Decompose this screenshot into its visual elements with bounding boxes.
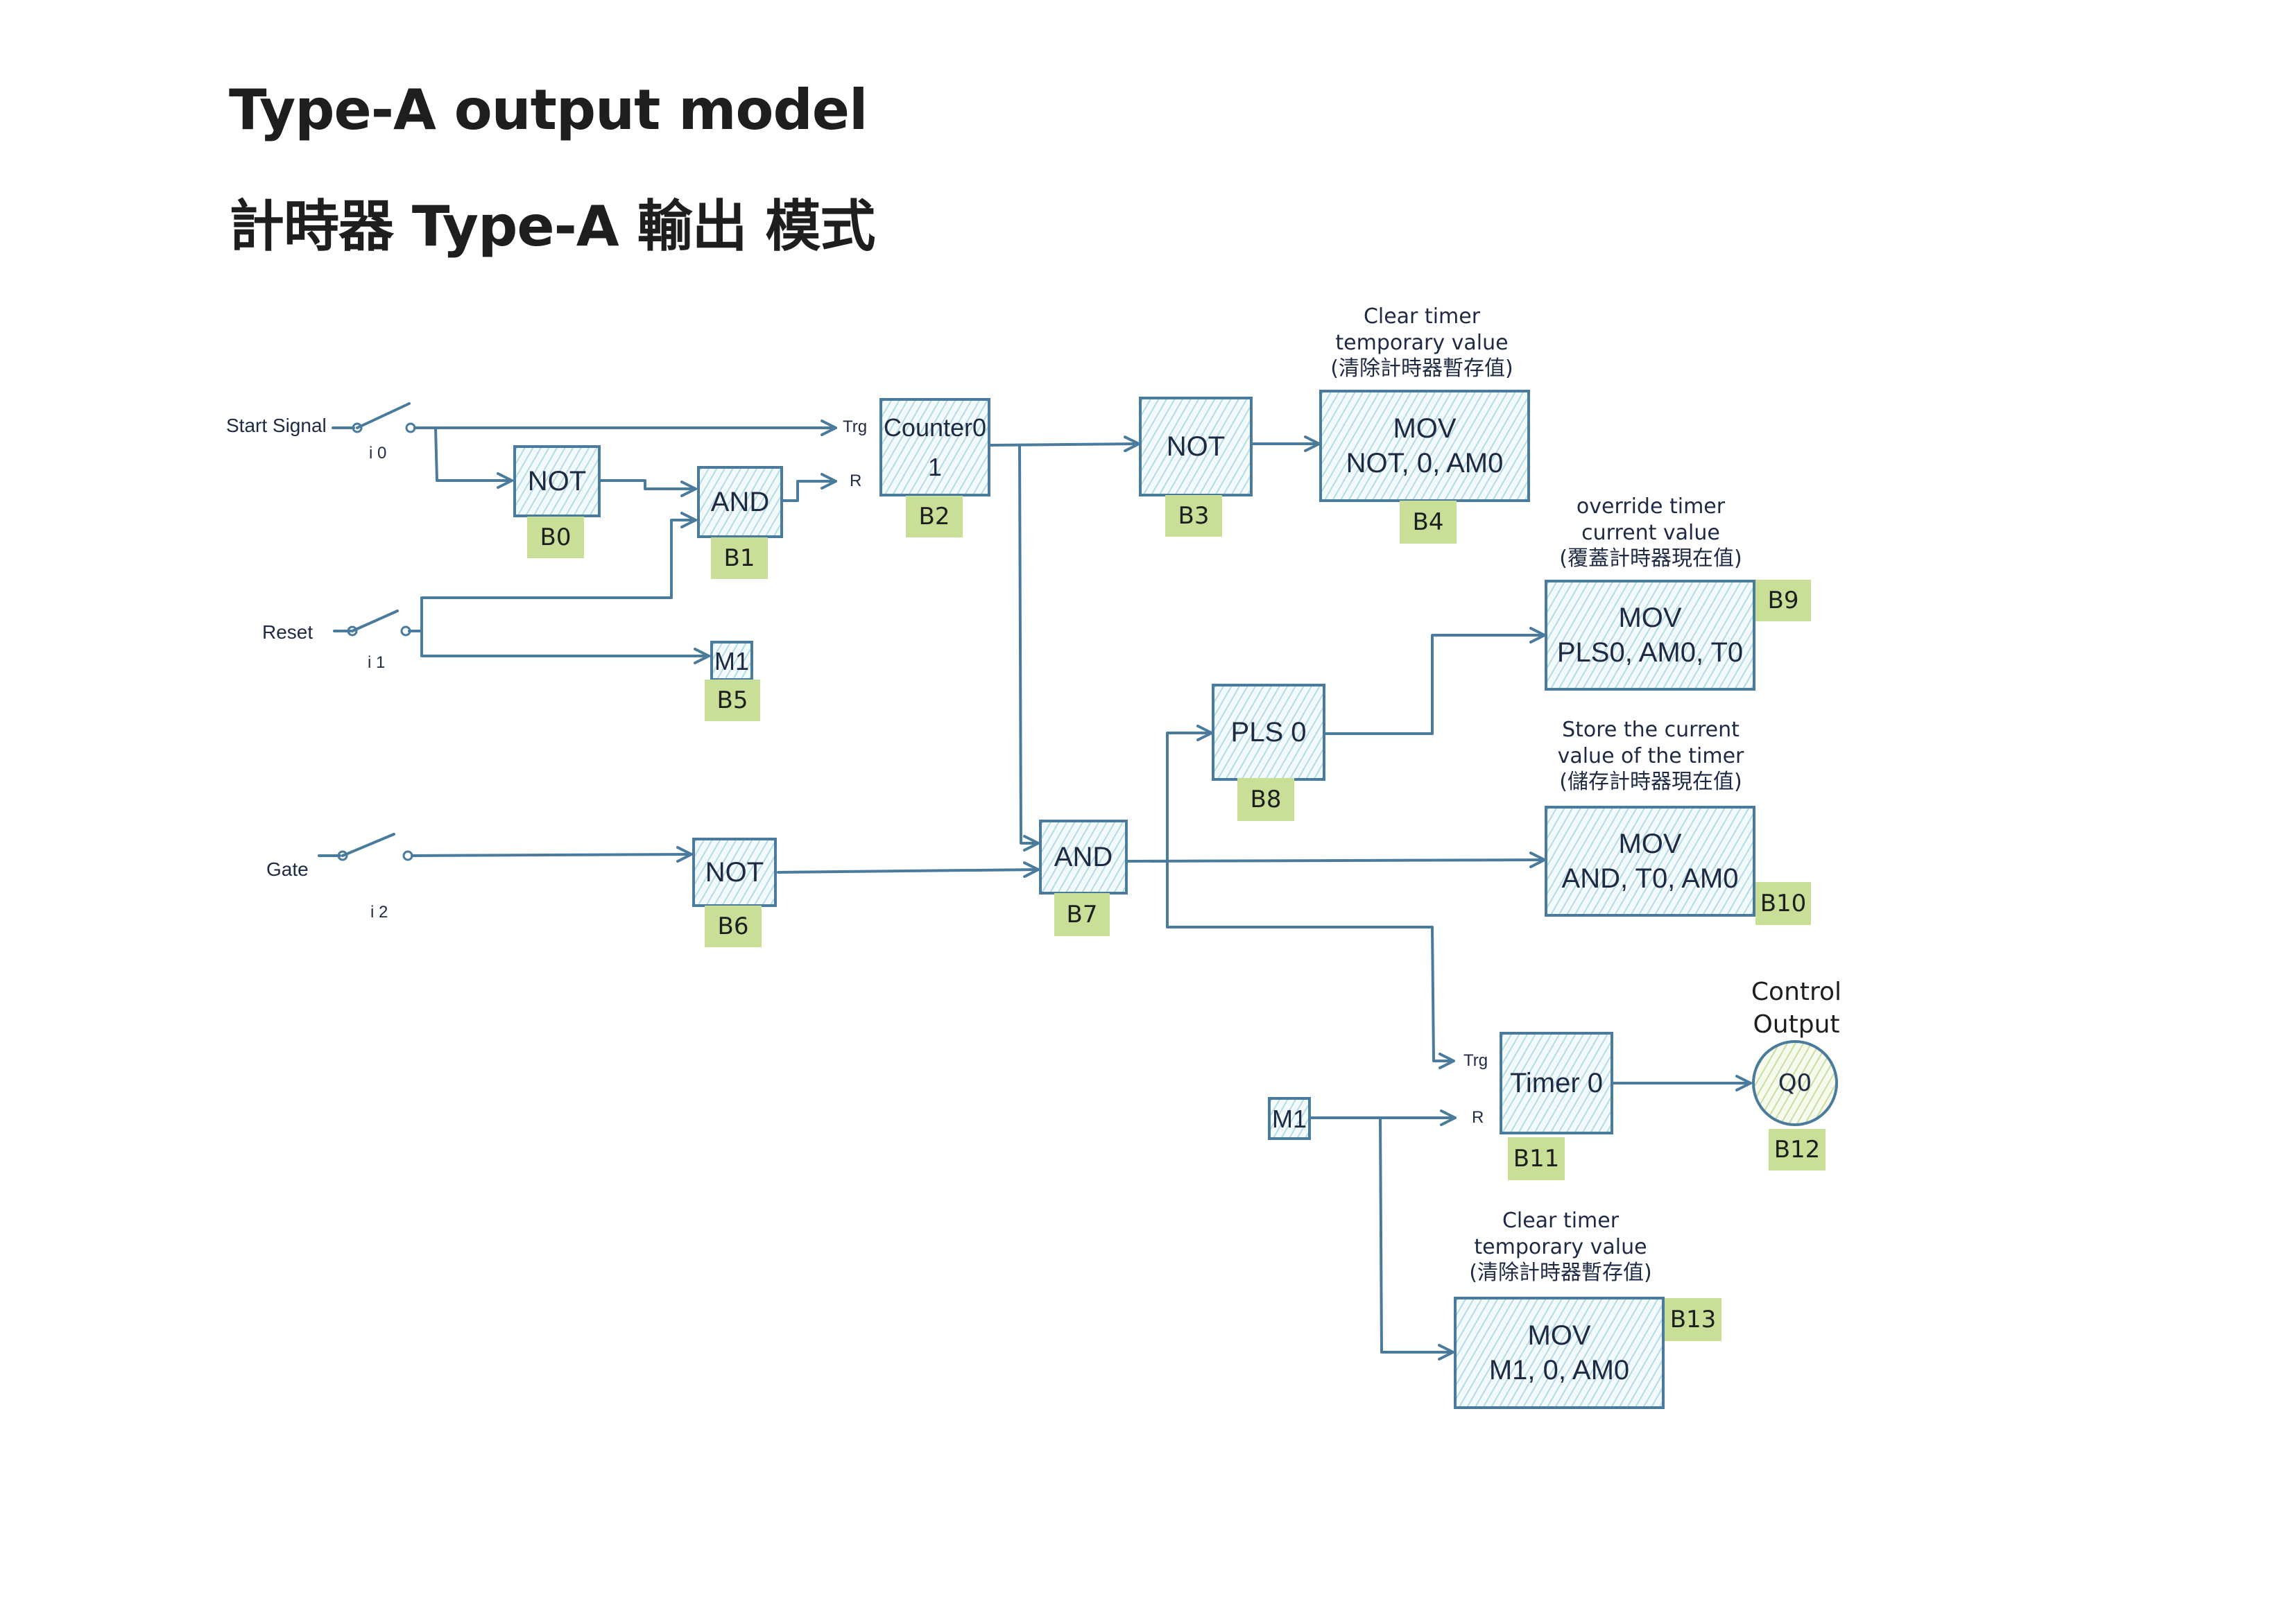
tag-b4: B4 <box>1400 501 1457 544</box>
note-b13: Clear timer temporary value (清除計時器暫存值) <box>1443 1208 1678 1286</box>
input-label-start-signal: Start Signal <box>226 415 327 436</box>
block-b3-not[interactable]: NOT <box>1139 397 1253 496</box>
block-label: MOV <box>1618 603 1682 633</box>
wire-b1-counter-r <box>782 473 837 502</box>
wire-b8-b9 <box>1325 627 1546 735</box>
input-id-i0: i 0 <box>369 444 387 463</box>
note-line: Store the current <box>1562 718 1740 742</box>
block-b7-and[interactable]: AND <box>1039 820 1128 895</box>
note-line: Clear timer <box>1502 1209 1620 1233</box>
note-b4: Clear timer temporary value (清除計時器暫存值) <box>1304 304 1540 382</box>
note-line: (清除計時器暫存值) <box>1330 356 1513 381</box>
wire-i2-b6 <box>411 846 693 863</box>
note-line: (覆蓋計時器現在值) <box>1559 546 1742 571</box>
block-label: AND <box>710 487 770 517</box>
block-b8-pls[interactable]: PLS 0 <box>1212 684 1325 781</box>
block-b2-counter[interactable]: Counter0 1 <box>879 398 990 496</box>
switch-i0 <box>332 402 416 433</box>
block-b1-and[interactable]: AND <box>697 466 783 538</box>
wire-m1-b13 <box>1379 1116 1454 1360</box>
note-line: override timer <box>1576 494 1726 519</box>
wire-b2-b3 <box>989 435 1140 453</box>
block-args: NOT, 0, AM0 <box>1346 448 1504 478</box>
input-label-reset: Reset <box>262 621 314 643</box>
block-value: 1 <box>927 453 943 481</box>
tag-b11: B11 <box>1508 1137 1565 1180</box>
block-b10-mov[interactable]: MOV AND, T0, AM0 <box>1545 806 1755 917</box>
note-line: (儲存計時器現在值) <box>1559 770 1742 794</box>
block-label: NOT <box>705 857 764 888</box>
input-label-gate: Gate <box>266 858 309 880</box>
output-q0[interactable]: Q0 <box>1752 1040 1838 1126</box>
wire-b0-b1 <box>599 479 697 497</box>
wire-i0-not-b0 <box>434 426 513 489</box>
block-b13-mov[interactable]: MOV M1, 0, AM0 <box>1454 1297 1665 1409</box>
tag-b2: B2 <box>906 496 963 537</box>
wire-i1-b1 <box>408 512 697 632</box>
output-label: Q0 <box>1778 1069 1812 1097</box>
input-id-i1: i 1 <box>368 653 386 672</box>
block-label: MOV <box>1618 829 1682 859</box>
tag-b12: B12 <box>1769 1129 1826 1171</box>
tag-b6: B6 <box>705 906 762 947</box>
block-label: MOV <box>1527 1320 1591 1351</box>
tag-b1: B1 <box>711 537 768 579</box>
input-id-i2: i 2 <box>370 903 388 922</box>
wire-b6-b7 <box>777 861 1040 879</box>
tag-b3: B3 <box>1165 495 1222 537</box>
block-label: M1 <box>1271 1104 1307 1133</box>
note-line: current value <box>1581 520 1720 545</box>
block-label: Counter0 <box>883 413 987 442</box>
port-timer-trg: Trg <box>1463 1051 1488 1070</box>
wire-b7-timer-trg <box>1166 860 1455 1069</box>
switch-i2 <box>318 833 413 861</box>
block-args: PLS0, AM0, T0 <box>1556 637 1744 668</box>
note-b9: override timer current value (覆蓋計時器現在值) <box>1533 494 1769 572</box>
block-args: M1, 0, AM0 <box>1488 1355 1630 1385</box>
tag-b10: B10 <box>1755 882 1811 925</box>
control-output-line: Output <box>1753 1010 1840 1039</box>
block-b5-m1[interactable]: M1 <box>710 641 753 681</box>
note-line: (清除計時器暫存值) <box>1469 1261 1652 1285</box>
tag-b13: B13 <box>1665 1298 1721 1341</box>
port-timer-r: R <box>1472 1108 1484 1127</box>
block-m1-reference[interactable]: M1 <box>1268 1097 1311 1140</box>
block-args: AND, T0, AM0 <box>1561 863 1739 894</box>
note-line: temporary value <box>1474 1234 1647 1259</box>
port-counter-trg: Trg <box>843 417 868 436</box>
tag-b0: B0 <box>527 517 584 558</box>
wire-b7-b8 <box>1150 725 1213 863</box>
block-b9-mov[interactable]: MOV PLS0, AM0, T0 <box>1545 580 1755 691</box>
tag-b8: B8 <box>1237 778 1294 821</box>
note-line: value of the timer <box>1557 743 1744 768</box>
block-label: NOT <box>527 466 587 496</box>
tag-b5: B5 <box>705 680 760 721</box>
block-label: AND <box>1054 842 1113 872</box>
block-label: PLS 0 <box>1230 717 1307 748</box>
wire-b7-b10 <box>1126 852 1546 869</box>
block-b11-timer[interactable]: Timer 0 <box>1500 1032 1613 1134</box>
block-b0-not[interactable]: NOT <box>513 445 601 517</box>
wire-i1-m1 <box>420 630 710 664</box>
title-english: Type-A output model <box>229 78 868 142</box>
control-output-line: Control <box>1751 978 1842 1006</box>
note-line: Clear timer <box>1363 304 1481 329</box>
tag-b9: B9 <box>1755 580 1811 621</box>
tag-b7: B7 <box>1054 893 1110 936</box>
control-output-label: Control Output <box>1727 976 1866 1042</box>
block-b6-not[interactable]: NOT <box>692 838 777 907</box>
note-line: temporary value <box>1335 330 1509 355</box>
block-label: Timer 0 <box>1509 1068 1604 1098</box>
switch-i1 <box>333 610 411 637</box>
block-label: MOV <box>1393 413 1457 444</box>
block-label: NOT <box>1166 431 1226 462</box>
port-counter-r: R <box>850 472 862 490</box>
wire-b2-b7 <box>1018 444 1040 852</box>
note-b10: Store the current value of the timer (儲存… <box>1533 717 1769 795</box>
title-chinese: 計時器 Type-A 輸出 模式 <box>229 194 875 259</box>
block-b4-mov[interactable]: MOV NOT, 0, AM0 <box>1319 390 1530 502</box>
block-label: M1 <box>714 646 749 675</box>
